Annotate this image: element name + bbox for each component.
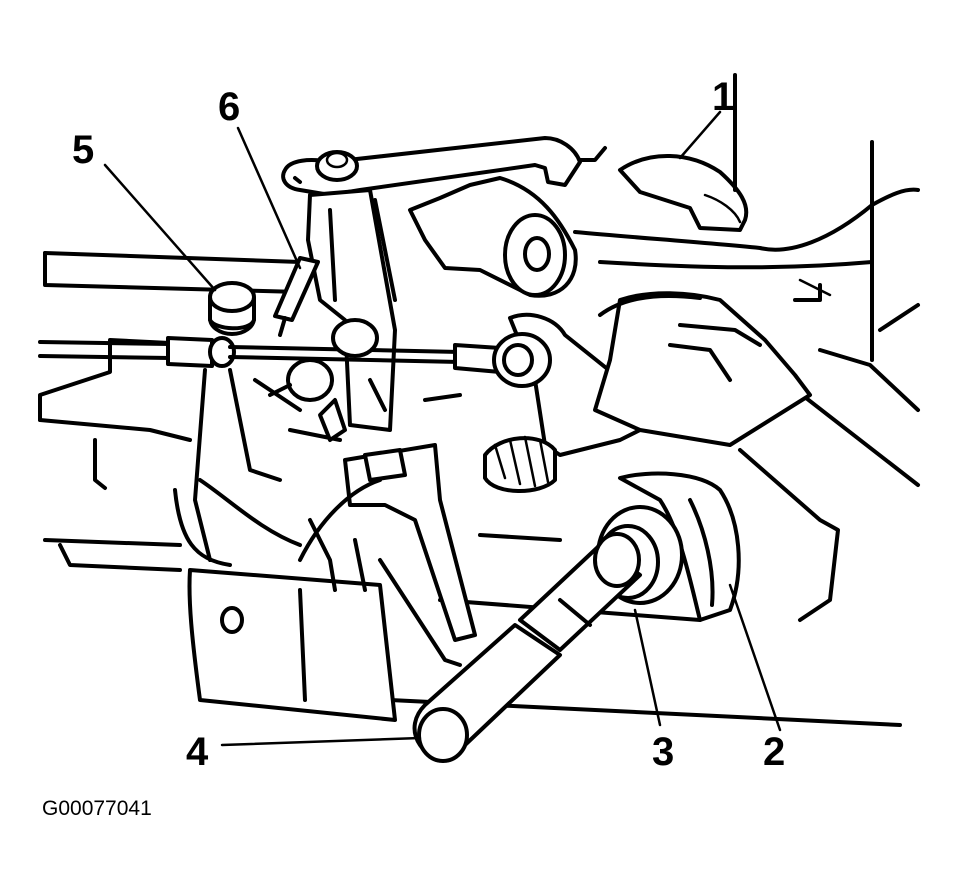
right-housing <box>573 73 920 622</box>
callout-2: 2 <box>763 730 785 774</box>
lower-bracket <box>173 368 477 722</box>
figure-id: G00077041 <box>42 797 152 820</box>
leader-6 <box>236 126 302 270</box>
callout-4: 4 <box>186 730 209 774</box>
spring-plate <box>483 291 812 493</box>
inner-mechanism <box>253 318 462 442</box>
leader-5 <box>103 163 217 292</box>
leader-1 <box>678 110 722 160</box>
callout-5: 5 <box>72 128 94 172</box>
leader-lines <box>103 110 782 747</box>
handle-4 <box>412 532 642 763</box>
wire-link-6 <box>273 256 320 337</box>
cable-assembly <box>38 336 502 374</box>
leader-4 <box>220 736 422 747</box>
knob-5 <box>208 281 256 336</box>
leader-3 <box>633 608 662 727</box>
callout-6: 6 <box>218 85 240 129</box>
leader-2 <box>728 583 782 732</box>
upper-lever <box>281 136 749 298</box>
housing-outline <box>38 251 902 727</box>
callout-1: 1 <box>712 75 734 119</box>
callout-3: 3 <box>652 730 674 774</box>
